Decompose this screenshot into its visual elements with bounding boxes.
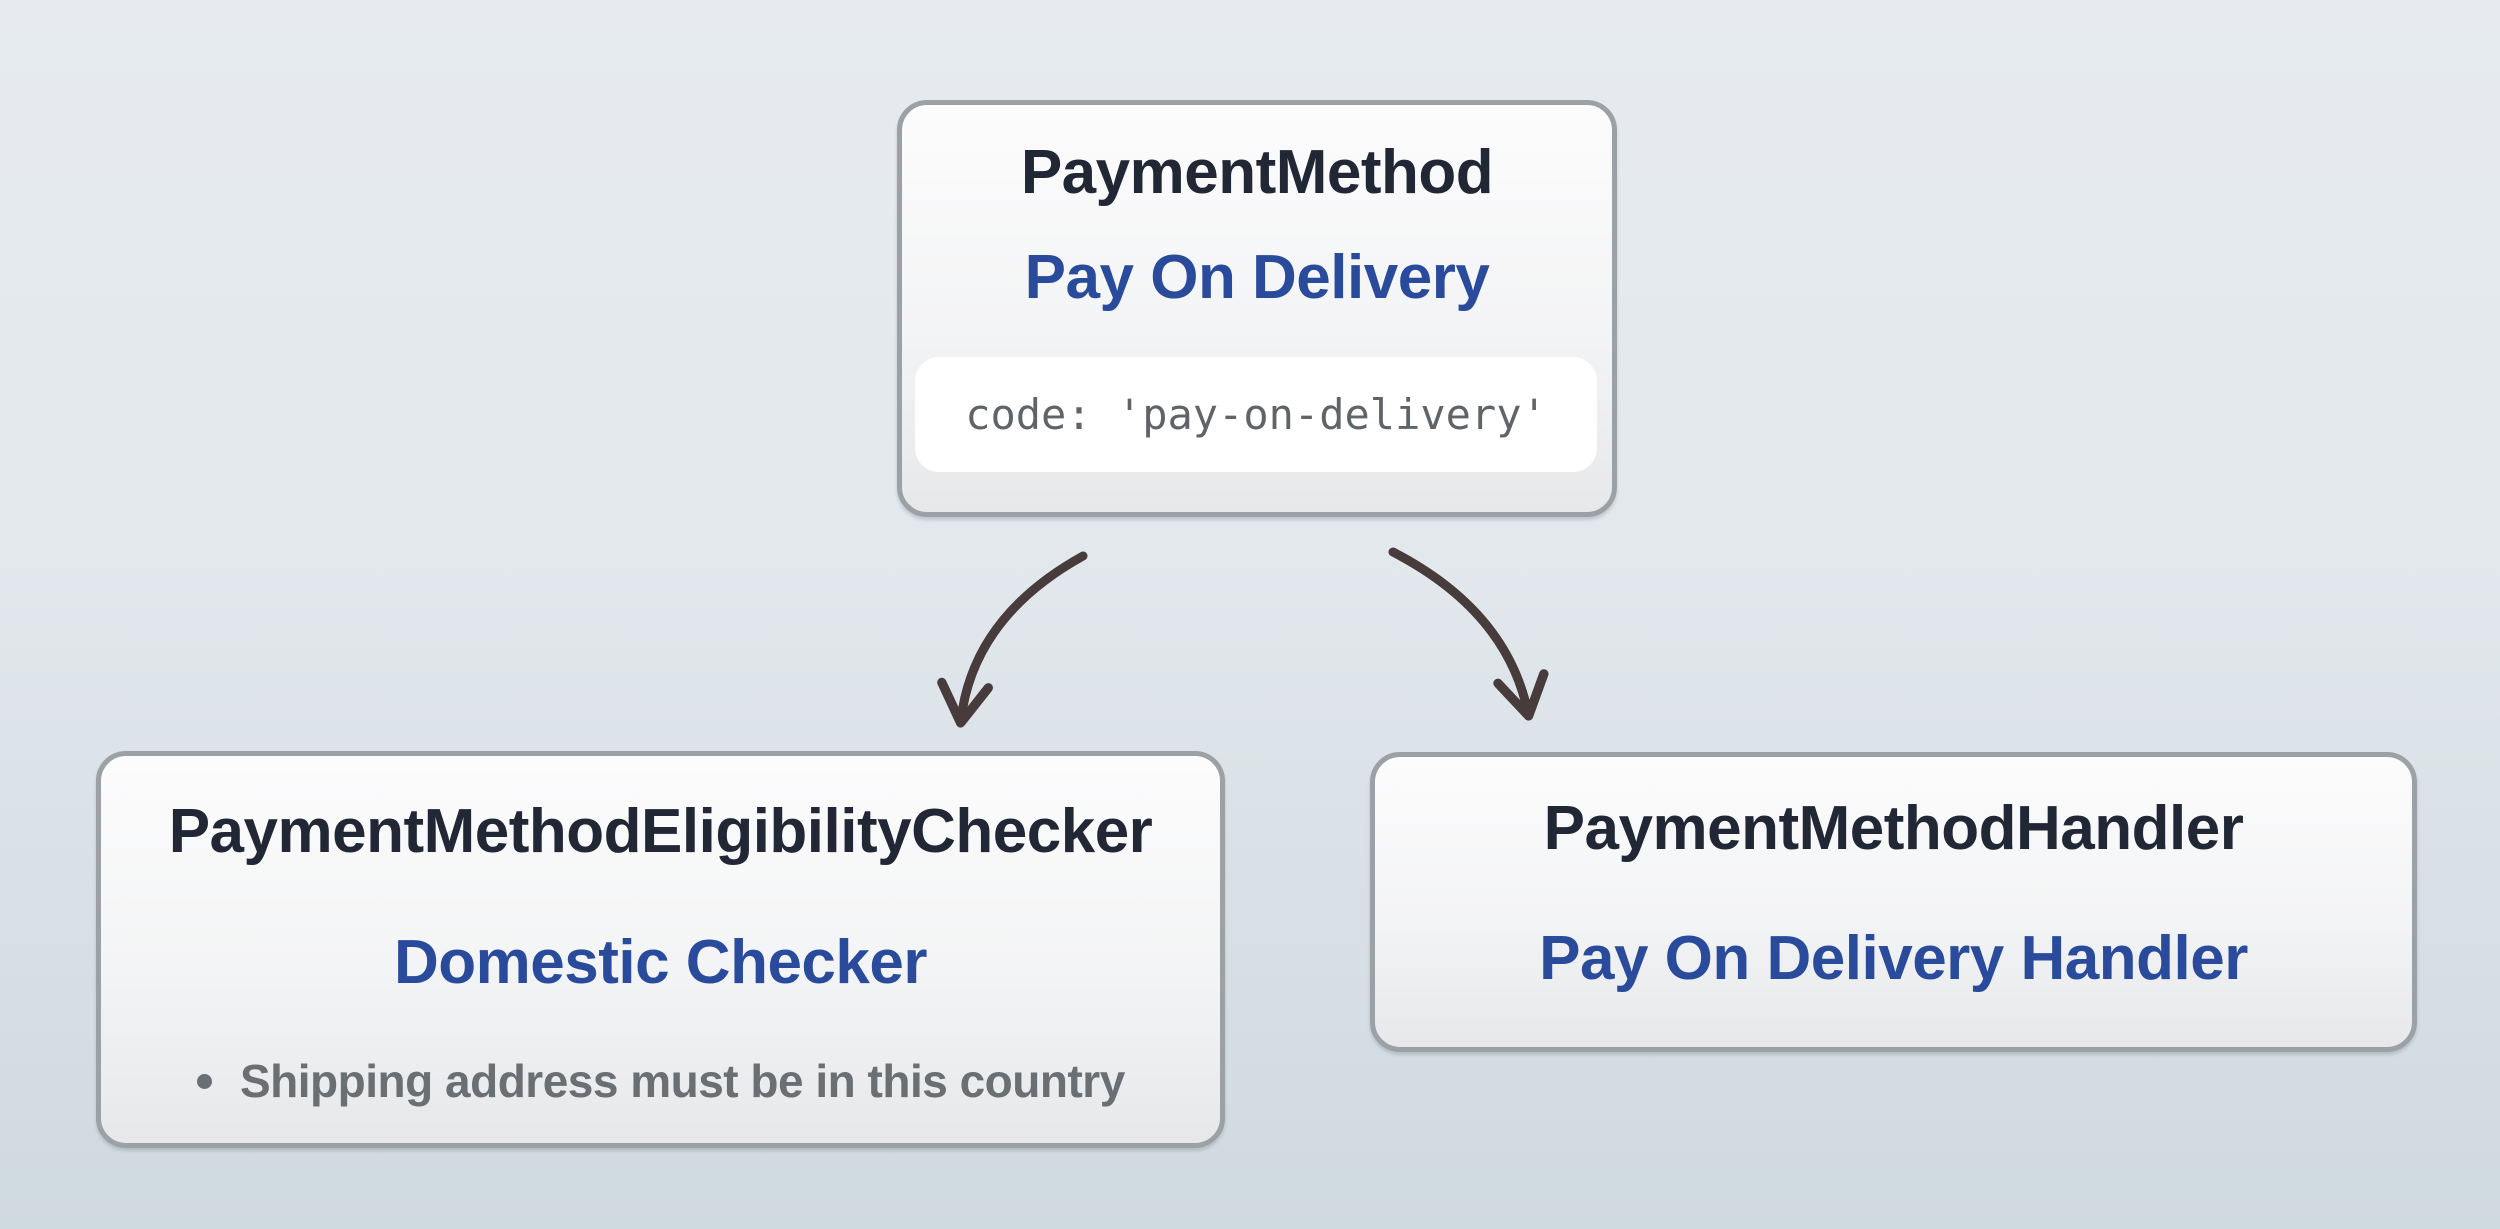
code-badge: code: 'pay-on-delivery' (915, 357, 1597, 472)
node-eligibility-checker: PaymentMethodEligibilityChecker Domestic… (96, 751, 1225, 1148)
bullet-text: Shipping address must be in this country (240, 1055, 1125, 1107)
eligibility-checker-subtitle: Domestic Checker (393, 928, 928, 997)
arrow-to-handler (1388, 547, 1549, 721)
bullet-dot-icon (197, 1073, 212, 1089)
payment-method-title: PaymentMethod (1020, 138, 1494, 207)
node-payment-method: PaymentMethod Pay On Delivery code: 'pay… (897, 100, 1617, 517)
code-text: code: 'pay-on-delivery' (965, 390, 1547, 439)
handler-title: PaymentMethodHandler (1543, 794, 2244, 863)
node-handler: PaymentMethodHandler Pay On Delivery Han… (1370, 752, 2417, 1052)
payment-method-subtitle: Pay On Delivery (1024, 243, 1490, 312)
handler-subtitle: Pay On Delivery Handler (1539, 924, 2248, 993)
arrow-to-eligibility-checker (937, 551, 1088, 728)
eligibility-checker-title: PaymentMethodEligibilityChecker (168, 797, 1153, 866)
bullet-item: Shipping address must be in this country (197, 1052, 1125, 1110)
